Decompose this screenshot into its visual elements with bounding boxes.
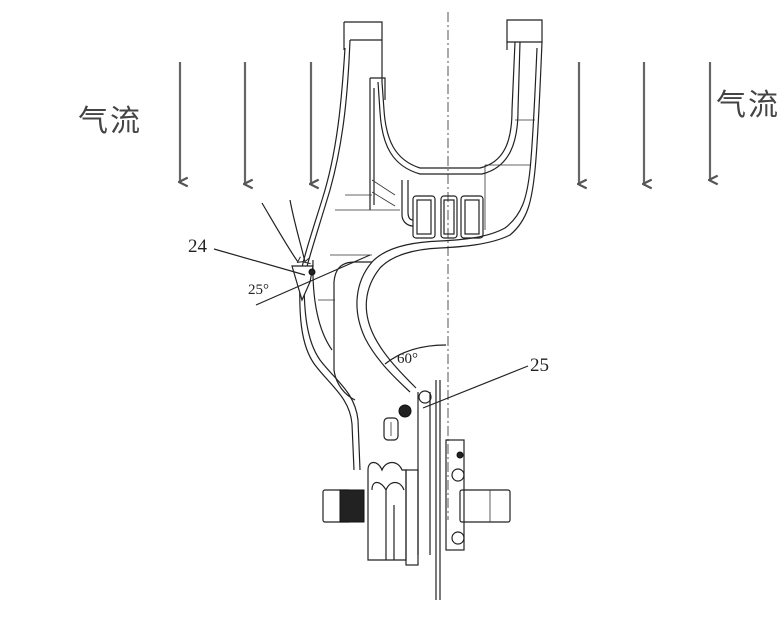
- angle-label-60: 60°: [397, 351, 418, 367]
- fork-left-arm: [299, 21, 400, 279]
- airflow-arrows-right: [579, 62, 710, 184]
- airflow-curve-arrow: [289, 199, 305, 262]
- fork-yoke: [377, 19, 543, 249]
- s-link: [299, 240, 441, 471]
- leader-line-25: [422, 365, 529, 409]
- angle-line-25: [255, 254, 371, 306]
- part-number-24: 24: [188, 236, 207, 257]
- airflow-label-right: 气流: [716, 88, 780, 123]
- airflow-curve-arrow: [261, 202, 298, 262]
- airflow-label-left: 气流: [78, 104, 142, 139]
- deflector-24: [213, 199, 371, 306]
- angle-arc-60: [384, 344, 447, 365]
- part-number-25: 25: [530, 355, 549, 376]
- leader-line-24: [213, 248, 306, 276]
- hub-assembly: [322, 439, 511, 566]
- angle-label-25: 25°: [248, 282, 269, 298]
- bracket-blocks: [401, 180, 484, 239]
- airflow-arrows-left: [180, 62, 311, 184]
